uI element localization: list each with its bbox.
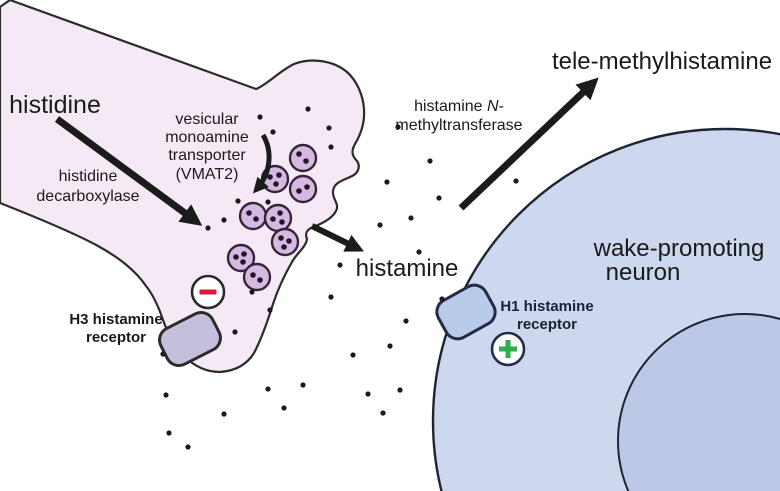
synaptic-vesicle [242, 262, 272, 292]
histamine-molecule-dot [270, 129, 276, 135]
synaptic-vesicle [270, 227, 300, 257]
svg-text:methyltransferase: methyltransferase [395, 117, 522, 134]
svg-text:transporter: transporter [168, 147, 246, 164]
synaptic-vesicle [226, 243, 256, 273]
histamine-molecule-dot [387, 343, 393, 349]
histamine-molecule-dot [395, 124, 401, 130]
vesicle-content-dot [278, 235, 284, 241]
inhibitory-sign [190, 274, 226, 310]
tele-methylhistamine-label: tele-methylhistamine [552, 48, 772, 75]
histamine-molecule-dot [513, 178, 519, 184]
histamine-molecule-dot [408, 215, 414, 221]
svg-text:receptor: receptor [86, 329, 146, 346]
vmat2-label: vesicular monoamine transporter (VMAT2) [165, 111, 249, 183]
excitatory-sign [490, 331, 526, 367]
histamine-molecule-dot [439, 296, 445, 302]
histamine-release-arrow [310, 223, 365, 252]
vesicle-content-dot [233, 254, 239, 260]
histamine-molecule-dot [205, 225, 211, 231]
histamine-molecule-dot [160, 351, 166, 357]
minus-icon [199, 289, 217, 295]
histamine-molecule-dot [365, 391, 371, 397]
svg-text:monoamine: monoamine [165, 129, 249, 146]
plus-icon [499, 340, 517, 358]
histidine-decarboxylase-label: histidine decarboxylase [36, 168, 139, 205]
presynaptic-terminal [0, 0, 366, 374]
histamine-molecule-dot [300, 382, 306, 388]
h1-receptor-label: H1 histamine receptor [500, 298, 593, 333]
vesicle-content-dot [250, 272, 256, 278]
histamine-molecule-dot [326, 125, 332, 131]
vesicle-content-dot [276, 172, 282, 178]
vesicle-content-dot [273, 181, 279, 187]
svg-text:decarboxylase: decarboxylase [36, 188, 139, 205]
svg-text:(VMAT2): (VMAT2) [176, 166, 239, 183]
histamine-molecule-dot [163, 392, 169, 398]
histamine-molecule-dot [305, 106, 311, 112]
histamine-molecule-dot [337, 262, 343, 268]
histamine-molecule-dot [380, 410, 386, 416]
synaptic-vesicle [238, 201, 268, 231]
histamine-molecule-dots [160, 106, 519, 450]
methyltransferase-arrow [458, 77, 599, 211]
histamine-molecule-dot [235, 198, 241, 204]
svg-text:neuron: neuron [606, 259, 681, 286]
vmat2-uptake-arrow [252, 133, 272, 194]
vesicle-content-dot [303, 158, 309, 164]
vesicle-content-dot [296, 188, 302, 194]
histamine-molecule-dot [328, 144, 334, 150]
histamine-molecule-dot [185, 444, 191, 450]
histamine-molecule-dot [257, 114, 263, 120]
synaptic-vesicle [288, 143, 318, 173]
histamine-molecule-dot [249, 289, 255, 295]
vesicle-content-dot [279, 219, 285, 225]
vesicle-content-dot [270, 216, 276, 222]
wake-promoting-neuron-label: wake-promoting neuron [593, 235, 765, 286]
histamine-molecule-dot [221, 217, 227, 223]
synaptic-vesicle [263, 203, 293, 233]
histidine-decarboxylase-arrow [54, 116, 203, 226]
histidine-label: histidine [9, 91, 101, 119]
svg-text:H3 histamine: H3 histamine [69, 311, 162, 328]
histamine-molecule-dot [221, 411, 227, 417]
vesicle-content-dot [281, 244, 287, 250]
methyltransferase-label: histamine N- methyltransferase [395, 98, 522, 134]
histamine-molecule-dot [384, 179, 390, 185]
histamine-molecule-dot [328, 294, 334, 300]
svg-text:receptor: receptor [517, 316, 577, 333]
svg-text:wake-promoting: wake-promoting [593, 235, 765, 262]
histamine-molecule-dot [350, 352, 356, 358]
histamine-molecule-dot [166, 430, 172, 436]
synaptic-vesicle [288, 174, 318, 204]
histamine-label: histamine [356, 255, 459, 282]
histamine-molecule-dot [436, 195, 442, 201]
histamine-molecule-dot [281, 405, 287, 411]
h1-receptor [435, 283, 497, 341]
vesicle-content-dot [286, 238, 292, 244]
svg-text:H1 histamine: H1 histamine [500, 298, 593, 315]
histamine-molecule-dot [397, 387, 403, 393]
nucleus [617, 313, 780, 491]
histamine-molecule-dot [232, 329, 238, 335]
vesicle-content-dot [277, 210, 283, 216]
vesicle-content-dot [296, 151, 302, 157]
svg-text:histidine: histidine [59, 168, 118, 185]
vesicle-content-dot [257, 277, 263, 283]
h3-receptor-label: H3 histamine receptor [69, 311, 162, 346]
vesicle-content-dot [246, 210, 252, 216]
svg-text:histamine N-: histamine N- [414, 98, 504, 115]
svg-text:vesicular: vesicular [175, 111, 239, 128]
vesicle-content-dot [304, 184, 310, 190]
histamine-molecule-dot [377, 222, 383, 228]
histamine-molecule-dot [265, 199, 271, 205]
vesicle-content-dot [241, 251, 247, 257]
vesicle-content-dot [253, 216, 259, 222]
histamine-molecule-dot [416, 249, 422, 255]
histamine-molecule-dot [267, 307, 273, 313]
histamine-molecule-dot [427, 158, 433, 164]
histamine-molecule-dot [265, 386, 271, 392]
vesicle-content-dot [240, 259, 246, 265]
histamine-molecule-dot [403, 318, 409, 324]
